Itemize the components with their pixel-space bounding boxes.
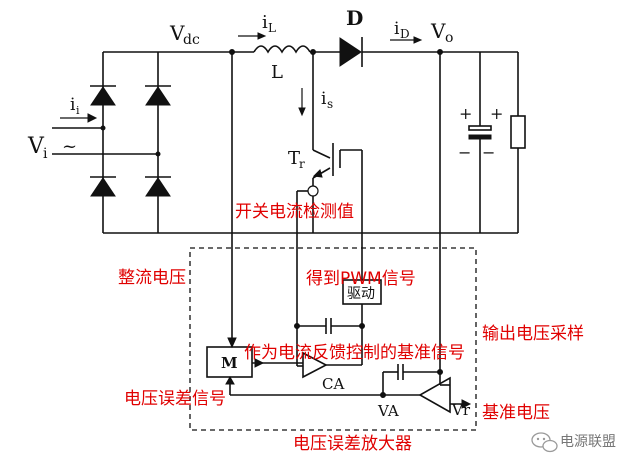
multiplier-label: M: [221, 354, 238, 372]
vi-tilde-label: ~: [62, 136, 77, 157]
bridge-diode: [90, 176, 116, 197]
output-sampling-annotation: 输出电压采样: [482, 324, 584, 344]
control-section: [189, 233, 477, 431]
is-label: i: [321, 89, 327, 109]
vdc-label: V: [169, 21, 185, 45]
tr-label: T: [288, 148, 300, 169]
watermark: 电源联盟: [531, 432, 616, 453]
bridge-diode: [145, 85, 171, 106]
minus-label: −: [458, 143, 471, 162]
ii-sub-label: i: [76, 104, 80, 117]
vi-label: V: [27, 134, 45, 159]
watermark-text: 电源联盟: [560, 434, 616, 450]
bridge-diode: [145, 176, 171, 197]
tr-sub-label: r: [299, 157, 305, 171]
minus-label: −: [482, 143, 495, 162]
annotations: 开关电流检测值 整流电压 得到PWM信号 输出电压采样 作为电流反馈控制的基准信…: [118, 202, 584, 454]
vr-label: Vr: [451, 401, 471, 419]
va-label: VA: [377, 402, 399, 420]
plus-label: +: [459, 104, 472, 123]
is-sub-label: s: [327, 97, 333, 111]
current-amplifier: [302, 351, 328, 379]
voltage-error-amplifier: [418, 376, 451, 414]
current-reference-annotation: 作为电流反馈控制的基准信号: [244, 343, 465, 363]
chat-bubble-icon: [531, 432, 558, 453]
vo-label: V: [430, 19, 446, 43]
driver-label: 驱动: [347, 286, 375, 302]
rectified-voltage-annotation: 整流电压: [118, 268, 186, 288]
output-diode: [339, 37, 363, 67]
id-sub-label: D: [400, 27, 410, 41]
bridge-rectifier: [52, 51, 232, 234]
il-sub-label: L: [268, 21, 276, 35]
ii-label: i: [70, 95, 76, 115]
ca-label: CA: [322, 375, 344, 393]
power-stage: [229, 32, 526, 385]
voltage-error-annotation: 电压误差信号: [124, 389, 226, 409]
circuit-labels: V i ~ i i V dc i L L D i D V o i s T r +…: [27, 6, 503, 420]
load-resistor: [510, 52, 526, 233]
switch-current-annotation: 开关电流检测值: [235, 202, 354, 222]
vi-sub-label: i: [43, 146, 48, 162]
diode-label: D: [346, 6, 363, 30]
inductor-label: L: [271, 62, 283, 83]
vo-sub-label: o: [445, 30, 453, 46]
il-label: i: [262, 12, 268, 33]
vdc-sub-label: dc: [183, 32, 200, 48]
inductor: [253, 45, 311, 54]
pwm-signal-annotation: 得到PWM信号: [306, 269, 416, 289]
bridge-diode: [90, 85, 116, 106]
output-capacitor: [468, 52, 492, 233]
reference-voltage-annotation: 基准电压: [482, 403, 550, 423]
error-amplifier-annotation: 电压误差放大器: [293, 434, 412, 454]
switch-transistor: [312, 143, 363, 280]
id-label: i: [394, 19, 400, 39]
plus-label: +: [490, 104, 503, 123]
